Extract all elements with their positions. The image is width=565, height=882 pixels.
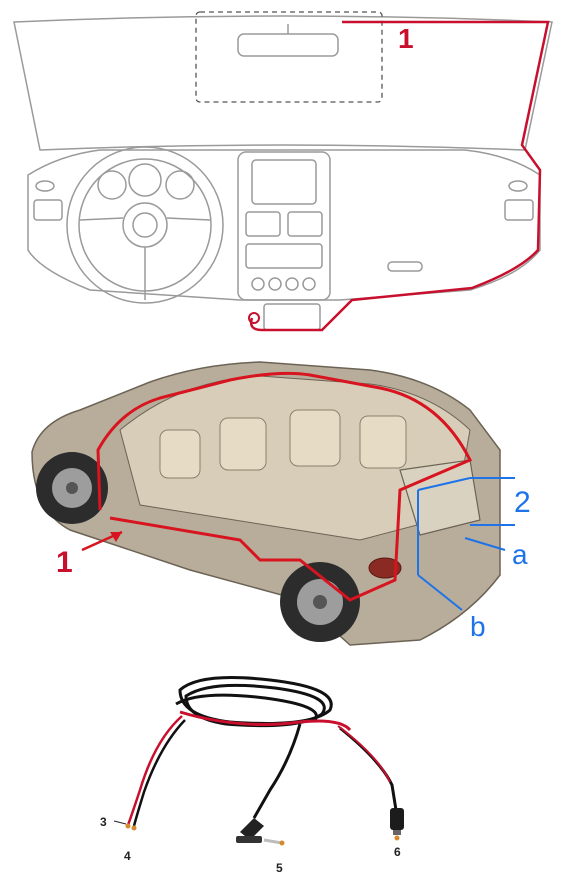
power-socket-box (263, 303, 321, 331)
tail-light (368, 557, 402, 579)
dashboard-body (27, 149, 541, 301)
front-wheel (36, 452, 108, 524)
car-seats (159, 409, 407, 479)
cable-route-vehicle (96, 371, 473, 602)
cable-route-dashboard (249, 20, 550, 332)
rear-window (399, 459, 481, 536)
side-vents (33, 180, 534, 221)
cable-lead-right (339, 726, 398, 811)
callout-b-vehicle: b (470, 611, 486, 642)
dashboard-diagram: 1 (13, 11, 553, 332)
rear-wheel (280, 562, 360, 642)
callout-4-cable: 4 (124, 849, 131, 863)
camera-mount-zone (195, 11, 383, 103)
rear-view-mirror (237, 33, 339, 57)
callout-1-dashboard: 1 (398, 23, 414, 54)
callout-6-cable: 6 (394, 845, 401, 859)
callout-lines-blue (417, 477, 515, 611)
callout-2-vehicle: 2 (514, 486, 531, 519)
cable-diagram: 3 4 5 6 (100, 676, 404, 875)
cable-lead-middle (252, 723, 302, 819)
callout-arrow-red (81, 530, 123, 552)
straight-plug (390, 808, 404, 841)
bare-wire-tips (125, 823, 137, 831)
callout-1-vehicle: 1 (56, 546, 73, 579)
vehicle-diagram: 1 2 a b (31, 361, 531, 646)
callout-a-vehicle: a (512, 539, 528, 570)
socket-plug-point (248, 312, 260, 324)
l-shaped-plug (236, 818, 285, 846)
center-console (237, 151, 331, 301)
callout-3-cable: 3 (100, 815, 107, 829)
windshield-outline (13, 15, 553, 151)
glove-box-handle (387, 261, 423, 272)
steering-wheel (66, 146, 224, 304)
callout-5-cable: 5 (276, 861, 283, 875)
cable-lead-left (126, 715, 183, 826)
